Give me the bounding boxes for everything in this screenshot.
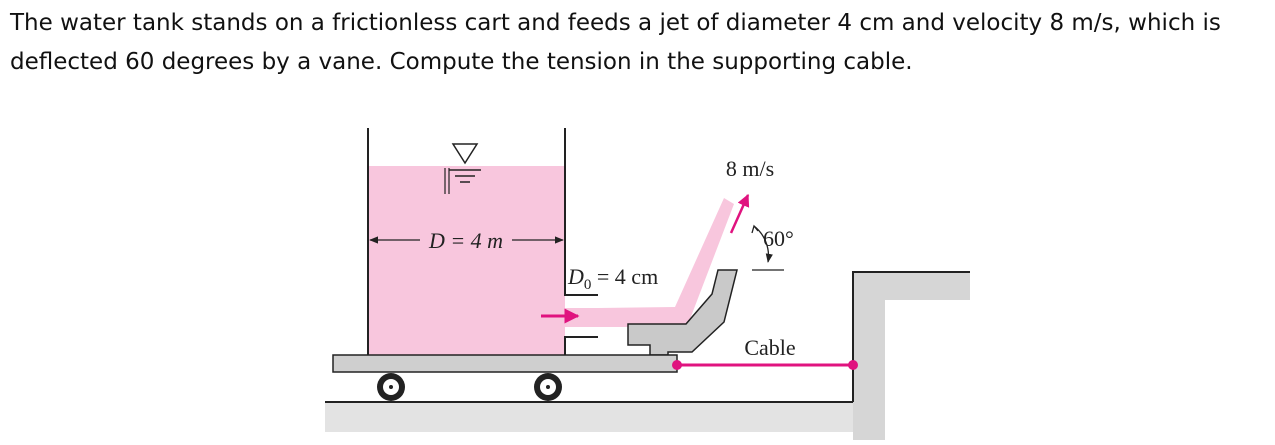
problem-line-1: The water tank stands on a frictionless … <box>10 10 1221 36</box>
cart-wheel-left <box>377 373 405 401</box>
velocity-label: 8 m/s <box>726 156 774 181</box>
angle-label: 60° <box>763 226 794 251</box>
jet-diameter-value: = 4 cm <box>591 264 658 289</box>
problem-line-2: deflected 60 degrees by a vane. Compute … <box>10 49 913 75</box>
free-surface-symbol <box>449 143 481 183</box>
wall <box>853 272 970 440</box>
jet-diameter-symbol: D <box>567 264 584 289</box>
cable-end-wall <box>848 360 858 370</box>
tank-diameter-label: D = 4 m <box>428 228 503 253</box>
jet-diameter-label: D0 = 4 cm <box>567 264 658 293</box>
tank-water <box>368 166 565 355</box>
jet-diameter-subscript: 0 <box>584 277 592 293</box>
jet-stream <box>598 198 734 327</box>
cable-end-cart <box>672 360 682 370</box>
cart-wheel-right <box>534 373 562 401</box>
cable-label: Cable <box>744 335 795 360</box>
vane <box>627 269 738 356</box>
cart-platform <box>332 354 678 373</box>
problem-statement: The water tank stands on a frictionless … <box>10 4 1268 82</box>
ground-floor <box>325 402 885 432</box>
tank-walls <box>367 128 598 355</box>
exit-velocity-arrow <box>729 193 750 234</box>
